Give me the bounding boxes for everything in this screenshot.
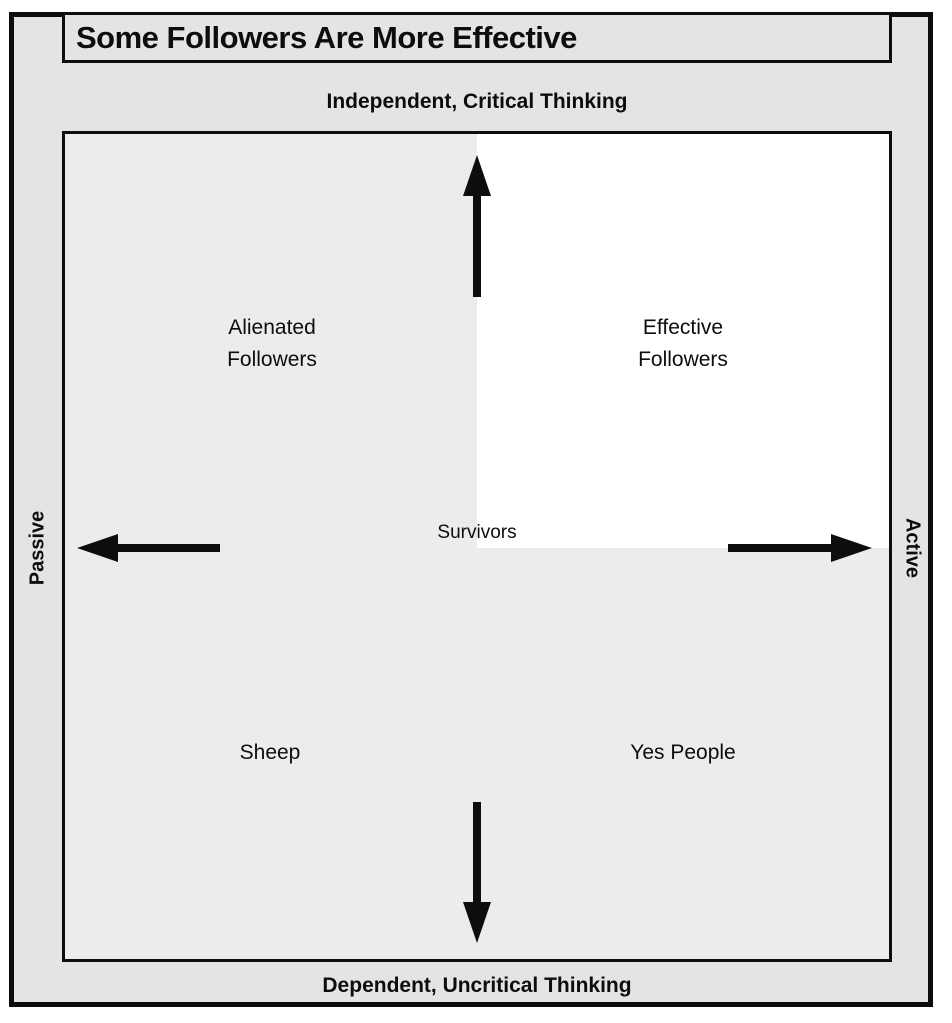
- axis-label-bottom: Dependent, Uncritical Thinking: [322, 974, 632, 997]
- axis-label-top: Independent, Critical Thinking: [326, 90, 628, 113]
- center-label-survivors: Survivors: [437, 522, 517, 543]
- quadrant-label-line: Followers: [227, 348, 317, 371]
- axis-label-left: Passive: [26, 510, 49, 586]
- page-title: Some Followers Are More Effective: [76, 19, 577, 55]
- quadrant-label-line: Followers: [638, 348, 728, 371]
- quadrant-label-line: Alienated: [228, 316, 316, 339]
- quadrant-label-line: Effective: [642, 316, 724, 339]
- quadrant-label-sheep: Sheep: [239, 741, 301, 764]
- quadrant-label-yes-people: Yes People: [630, 741, 736, 764]
- matrix-box: [62, 131, 892, 962]
- axis-label-right: Active: [901, 517, 924, 579]
- quadrant-label-alienated-followers: Alienated Followers: [227, 312, 317, 376]
- effective-quadrant-highlight: [477, 134, 889, 548]
- quadrant-label-effective-followers: Effective Followers: [638, 312, 728, 376]
- title-box: Some Followers Are More Effective: [62, 12, 892, 63]
